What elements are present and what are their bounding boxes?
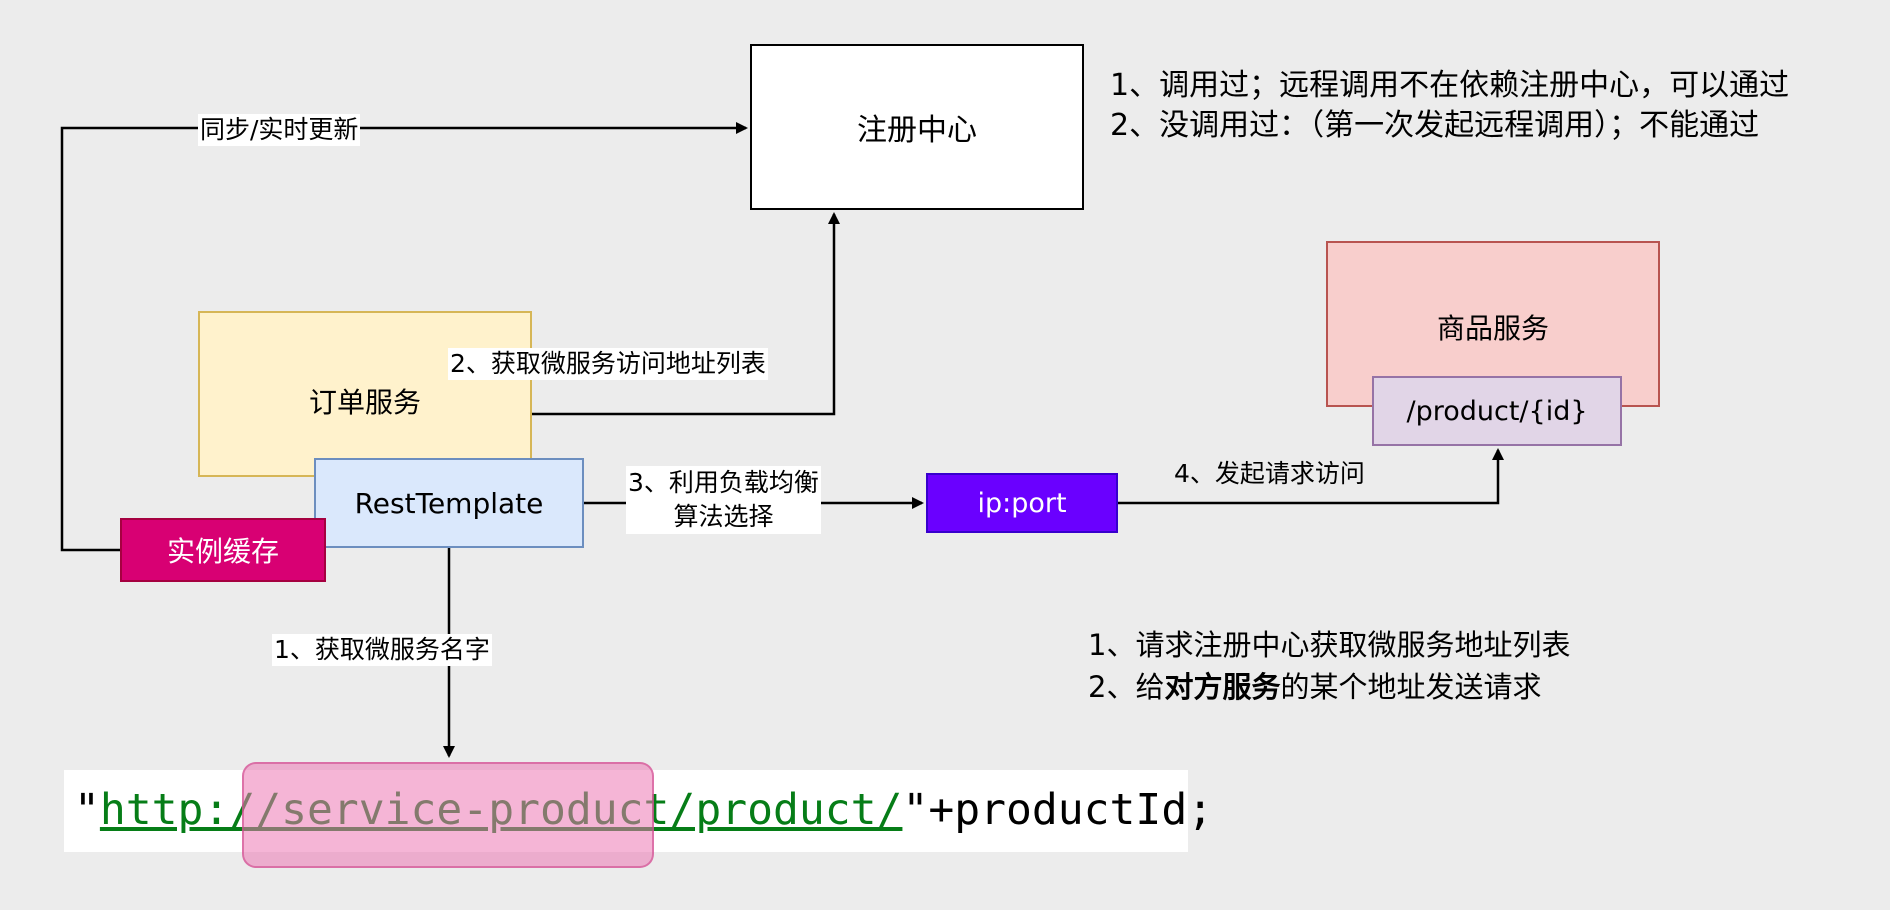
note-bottom-line-2-suffix: 的某个地址发送请求 [1280,670,1542,704]
edge-label-sync: 同步/实时更新 [198,114,361,146]
edge-label-send-request: 4、发起请求访问 [1174,459,1365,488]
edge-label-load-balance: 3、利用负载均衡 算法选择 [626,466,821,534]
instance-cache-node: 实例缓存 [120,518,326,582]
registry-node: 注册中心 [750,44,1084,210]
code-highlight [242,762,654,868]
ip-port-label: ip:port [977,487,1067,519]
order-service-node: 订单服务 [198,311,532,477]
note-bottom: 1、请求注册中心获取微服务地址列表 2、给对方服务的某个地址发送请求 [1088,624,1570,708]
rest-template-label: RestTemplate [354,486,544,520]
note-top-line-1: 1、调用过；远程调用不在依赖注册中心，可以通过 [1110,68,1790,103]
product-service-label: 商品服务 [1436,312,1549,345]
note-top-line-2: 2、没调用过：（第一次发起远程调用）；不能通过 [1110,108,1760,143]
edge-label-get-list: 2、获取微服务访问地址列表 [448,348,768,380]
code-open-quote: " [74,785,100,835]
code-close-quote: " [902,785,929,835]
note-bottom-line-2: 2、给对方服务的某个地址发送请求 [1088,666,1570,708]
order-service-label: 订单服务 [308,386,421,419]
ip-port-node: ip:port [926,473,1118,533]
code-suffix: +productId; [928,785,1214,835]
instance-cache-label: 实例缓存 [166,535,279,568]
note-bottom-line-2-bold: 对方服务 [1164,670,1281,704]
edge-label-get-name: 1、获取微服务名字 [272,634,492,666]
note-bottom-line-2-prefix: 2、给 [1088,670,1165,704]
edge-send-request [1118,448,1504,505]
rest-template-node: RestTemplate [314,458,584,548]
edge-sync [60,122,748,552]
product-endpoint-node: /product/{id} [1372,376,1622,446]
product-endpoint-label: /product/{id} [1406,395,1588,427]
note-bottom-line-1: 1、请求注册中心获取微服务地址列表 [1088,628,1571,662]
registry-label: 注册中心 [857,113,977,148]
note-top: 1、调用过；远程调用不在依赖注册中心，可以通过 2、没调用过：（第一次发起远程调… [1110,66,1789,146]
